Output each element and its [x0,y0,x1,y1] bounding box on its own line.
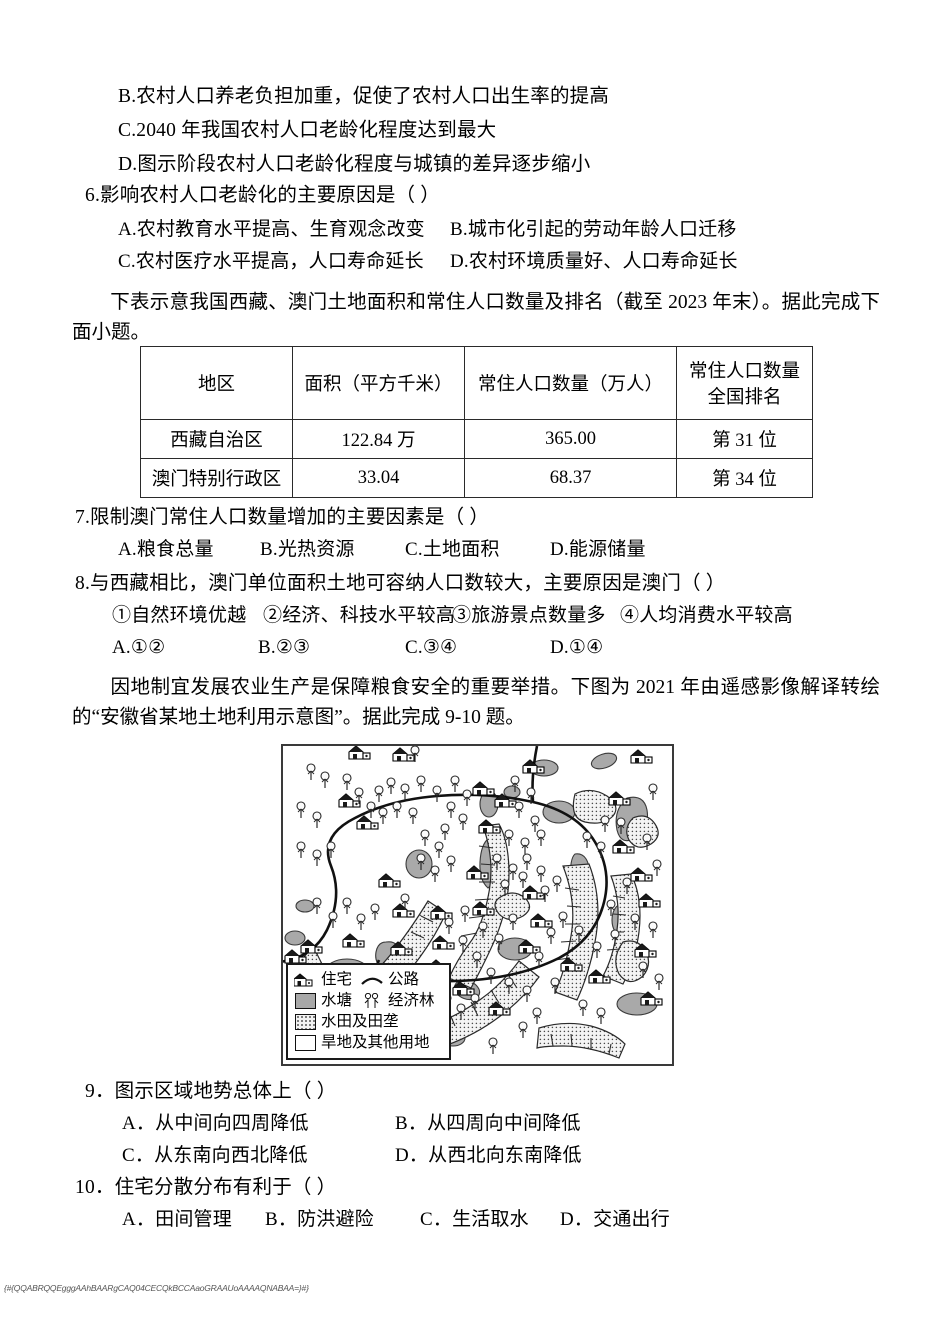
cell-population: 68.37 [464,458,677,498]
legend-row-dryland: 旱地及其他用地 [293,1033,443,1053]
header-rank: 常住人口数量 全国排名 [676,346,813,420]
map-legend: 住宅 公路 水塘 经济林 水田及田垄 旱地及其他用地 [286,963,451,1060]
q7-option-d: D.能源储量 [550,539,646,560]
q5-option-b: B.农村人口养老负担加重，促使了农村人口出生率的提高 [118,86,610,107]
q10-option-a: A．田间管理 [122,1209,232,1230]
dryland-swatch-icon [293,1035,317,1051]
q8-stem: 8.与西藏相比，澳门单位面积土地可容纳人口数较大，主要原因是澳门（ ） [75,573,726,594]
q8-option-d: D.①④ [550,637,604,658]
q6-option-c: C.农村医疗水平提高，人口寿命延长 [118,251,424,272]
population-area-table: 地区 面积（平方千米） 常住人口数量（万人） 常住人口数量 全国排名 西藏自治区… [140,346,813,498]
q8-item-3: ③旅游景点数量多 [452,605,606,626]
legend-label-dryland: 旱地及其他用地 [321,1034,430,1052]
q5-option-d: D.图示阶段农村人口老龄化程度与城镇的差异逐步缩小 [118,154,591,175]
legend-label-road: 公路 [388,971,420,989]
q6-option-b: B.城市化引起的劳动年龄人口迁移 [450,219,737,240]
cell-area: 122.84 万 [292,419,465,459]
q8-item-4: ④人均消费水平较高 [620,605,793,626]
table-row: 西藏自治区 122.84 万 365.00 第 31 位 [140,419,813,459]
legend-label-residence: 住宅 [321,971,353,989]
q9-stem: 9．图示区域地势总体上（ ） [85,1081,337,1102]
cell-population: 365.00 [464,419,677,459]
q6-option-d: D.农村环境质量好、人口寿命延长 [450,251,738,272]
q8-option-a: A.①② [112,637,166,658]
cell-region: 西藏自治区 [140,419,293,459]
header-area: 面积（平方千米） [292,346,465,420]
q8-option-b: B.②③ [258,637,311,658]
q9-option-d: D．从西北向东南降低 [395,1145,582,1166]
map-intro-text: 因地制宜发展农业生产是保障粮食安全的重要举措。下图为 2021 年由遥感影像解译… [72,677,880,729]
legend-row-pond-forest: 水塘 经济林 [293,991,443,1011]
pond-swatch-icon [293,993,317,1009]
q10-stem: 10．住宅分散分布有利于（ ） [75,1177,337,1198]
table-header-row: 地区 面积（平方千米） 常住人口数量（万人） 常住人口数量 全国排名 [140,346,813,420]
q6-option-a: A.农村教育水平提高、生育观念改变 [118,219,425,240]
q10-option-d: D．交通出行 [560,1209,670,1230]
q10-option-c: C．生活取水 [420,1209,529,1230]
table-intro-text: 下表示意我国西藏、澳门土地面积和常住人口数量及排名（截至 2023 年末）。据此… [72,292,880,344]
q8-item-1: ①自然环境优越 [112,605,247,626]
q7-stem: 7.限制澳门常住人口数量增加的主要因素是（ ） [75,507,490,528]
cell-rank: 第 34 位 [676,458,813,498]
header-rank-line2: 全国排名 [707,388,782,408]
paddy-swatch-icon [293,1014,317,1030]
legend-label-pond: 水塘 [321,992,353,1010]
header-rank-line1: 常住人口数量 [688,362,800,382]
road-icon [360,972,384,988]
economic-forest-icon [360,993,384,1009]
road-lines [283,746,608,1007]
q6-stem: 6.影响农村人口老龄化的主要原因是（ ） [85,185,441,206]
q9-option-b: B．从四周向中间降低 [395,1113,581,1134]
table-intro-paragraph: 下表示意我国西藏、澳门土地面积和常住人口数量及排名（截至 2023 年末）。据此… [72,288,880,348]
cell-area: 33.04 [292,458,465,498]
q7-option-a: A.粮食总量 [118,539,214,560]
q7-option-c: C.土地面积 [405,539,500,560]
land-use-map-figure: 住宅 公路 水塘 经济林 水田及田垄 旱地及其他用地 [281,744,674,1066]
q8-option-c: C.③④ [405,637,458,658]
q5-option-c: C.2040 年我国农村人口老龄化程度达到最大 [118,120,497,141]
legend-row-paddy: 水田及田垄 [293,1012,443,1032]
cell-region: 澳门特别行政区 [140,458,293,498]
q8-item-2: ②经济、科技水平较高 [263,605,456,626]
legend-label-economic-forest: 经济林 [388,992,435,1010]
legend-row-residence-road: 住宅 公路 [293,970,443,990]
q10-option-b: B．防洪避险 [265,1209,374,1230]
q9-option-c: C．从东南向西北降低 [122,1145,308,1166]
header-population: 常住人口数量（万人） [464,346,677,420]
table-row: 澳门特别行政区 33.04 68.37 第 34 位 [140,458,813,498]
header-region: 地区 [140,346,293,420]
q9-option-a: A．从中间向四周降低 [122,1113,309,1134]
legend-label-paddy: 水田及田垄 [321,1013,399,1031]
q7-option-b: B.光热资源 [260,539,355,560]
footer-code: {#{QQABRQQEgggAAhBAARgCAQ04CECQkBCCAaoGR… [4,1283,309,1293]
residence-icon [293,972,317,988]
map-intro-paragraph: 因地制宜发展农业生产是保障粮食安全的重要举措。下图为 2021 年由遥感影像解译… [72,673,880,733]
cell-rank: 第 31 位 [676,419,813,459]
